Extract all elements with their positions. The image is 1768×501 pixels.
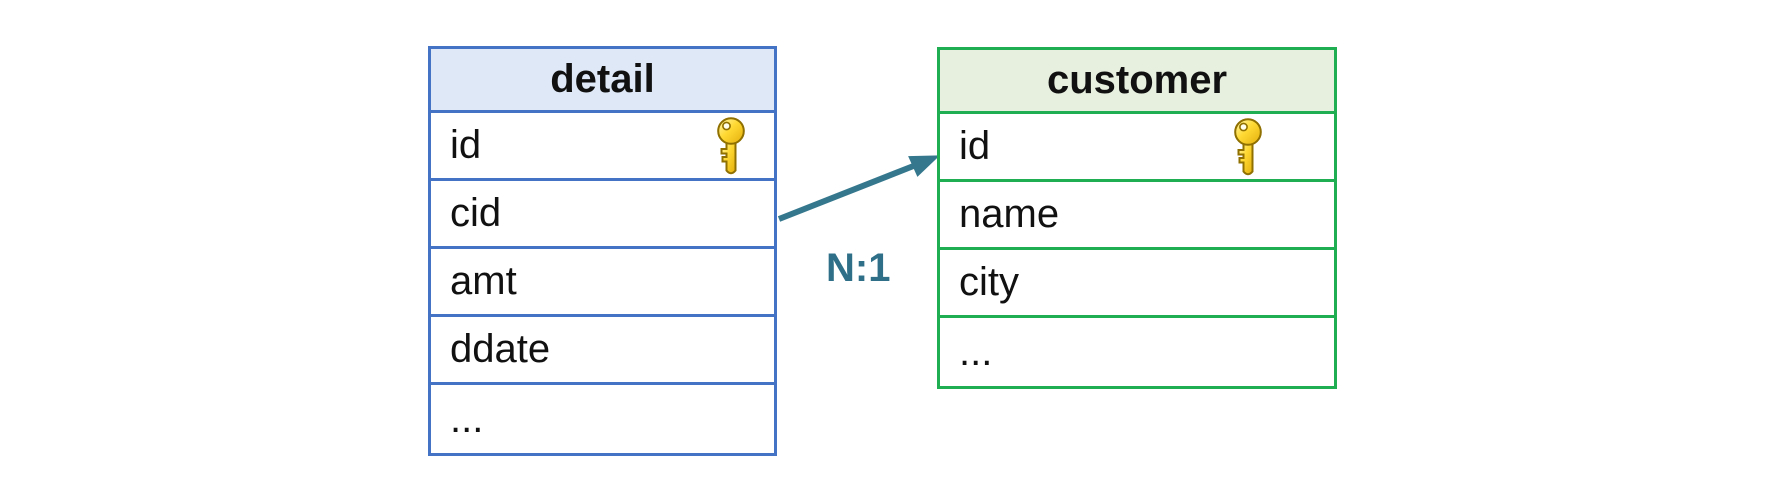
table-detail-title: detail	[550, 57, 655, 101]
relationship-cardinality-label: N:1	[826, 246, 891, 290]
relationship-arrow-line	[777, 162, 918, 222]
table-row-detail-cid: cid	[431, 181, 774, 249]
table-row-customer-more: ...	[940, 318, 1334, 386]
table-row-customer-id: id	[940, 114, 1334, 182]
table-row-customer-name: name	[940, 182, 1334, 250]
primary-key-icon	[714, 116, 748, 175]
column-label: name	[959, 192, 1060, 236]
column-label: ddate	[450, 327, 551, 371]
primary-key-icon	[1231, 117, 1265, 176]
column-label: city	[959, 260, 1019, 304]
column-label: ...	[959, 329, 993, 374]
column-label: ...	[450, 396, 484, 441]
column-label: amt	[450, 259, 517, 303]
table-customer: customer id name city ...	[937, 47, 1337, 389]
table-row-customer-city: city	[940, 250, 1334, 318]
table-row-detail-more: ...	[431, 385, 774, 453]
table-row-detail-amt: amt	[431, 249, 774, 317]
column-label: cid	[450, 191, 502, 235]
table-customer-header: customer	[940, 50, 1334, 114]
table-detail-header: detail	[431, 49, 774, 113]
column-label: id	[959, 124, 991, 168]
table-row-detail-id: id	[431, 113, 774, 181]
table-detail: detail id cid amt ddate ...	[428, 46, 777, 456]
table-customer-title: customer	[1046, 58, 1228, 102]
relationship-arrowhead	[908, 155, 940, 177]
table-row-detail-ddate: ddate	[431, 317, 774, 385]
column-label: id	[450, 123, 482, 167]
